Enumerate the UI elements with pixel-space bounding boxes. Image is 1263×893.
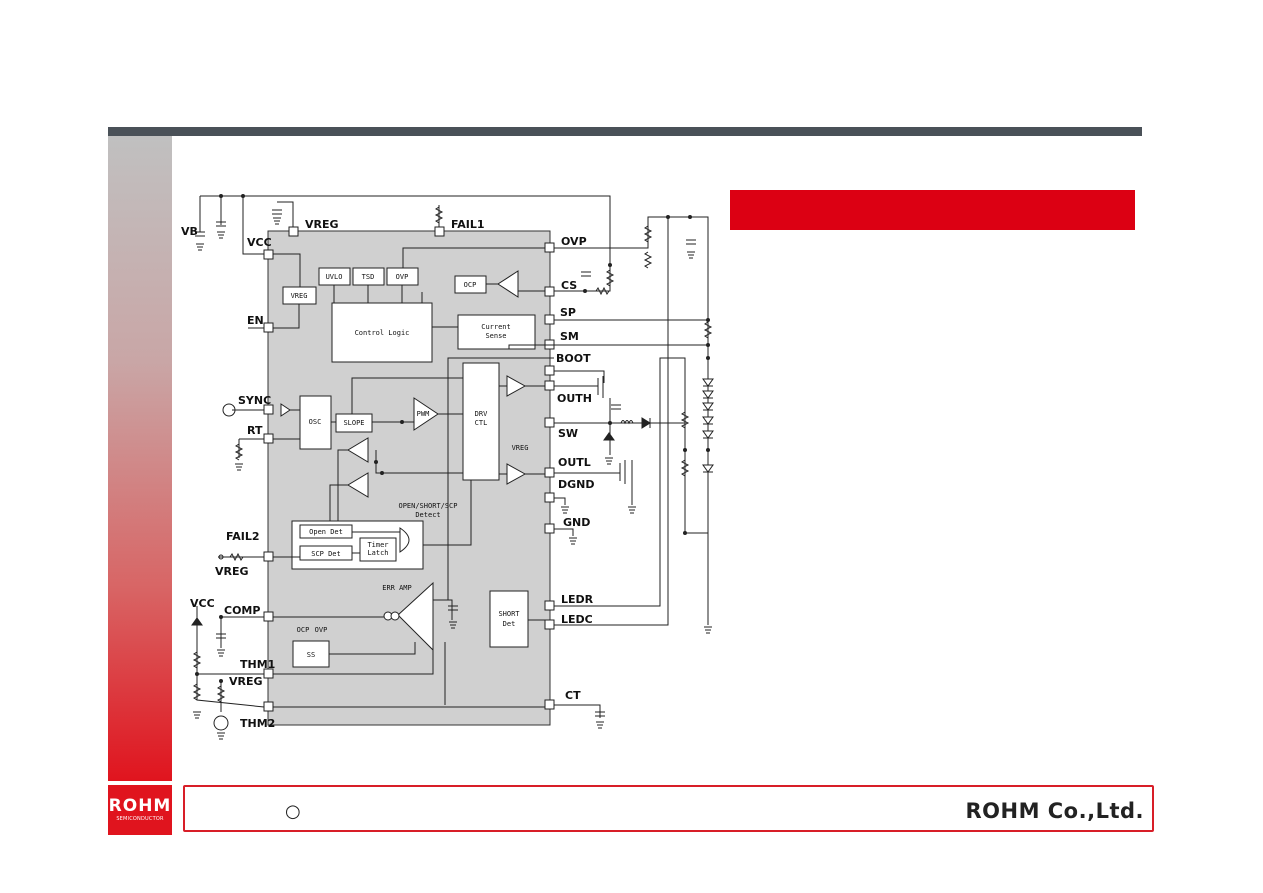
pin-gnd: GND [563,516,590,529]
svg-text:VREG: VREG [291,292,308,300]
pin-thm1: THM1 [240,658,275,671]
error-amplifier [397,581,434,652]
svg-text:SLOPE: SLOPE [343,419,364,427]
left-gradient-sidebar [108,136,172,781]
svg-text:TSD: TSD [362,273,375,281]
label-vreg-thm: VREG [229,675,263,688]
svg-text:OSC: OSC [309,418,322,426]
pin-comp: COMP [224,604,260,617]
label-vb: VB [181,225,198,238]
pin-boot: BOOT [556,352,591,365]
svg-text:PWM: PWM [417,410,430,418]
block-slope [335,413,373,433]
detect-comparator-2 [347,472,369,498]
svg-text:Timer: Timer [367,541,388,549]
svg-text:OPEN/SHORT/SCP: OPEN/SHORT/SCP [398,502,457,510]
footer-mark: ○ [285,801,301,822]
logo-text: ROHM [108,796,172,816]
svg-text:OVP: OVP [396,273,409,281]
pin-sync: SYNC [238,394,271,407]
svg-text:OCP: OCP [464,281,477,289]
svg-text:Detect: Detect [415,511,440,519]
pin-en: EN [247,314,264,327]
svg-text:SHORT: SHORT [498,610,520,618]
pin-fail1: FAIL1 [451,218,485,231]
svg-text:Current: Current [481,323,511,331]
pin-ledc: LEDC [561,613,593,626]
svg-text:Open Det: Open Det [309,528,343,536]
svg-text:VREG: VREG [512,444,529,452]
svg-text:OVP: OVP [315,626,328,634]
block-control-logic [331,302,433,363]
footer-company-name: ROHM Co.,Ltd. [965,799,1144,823]
block-timer-latch [359,537,397,562]
detect-comparator-1 [347,437,369,463]
pwm-comparator [413,397,439,431]
label-vreg-fail2: VREG [215,565,249,578]
pin-cs: CS [561,279,577,292]
pin-ct: CT [565,689,581,702]
label-vcc-comp: VCC [190,597,215,610]
footer-bar: ○ ROHM Co.,Ltd. [183,785,1154,832]
pin-sw: SW [558,427,578,440]
svg-text:UVLO: UVLO [326,273,343,281]
svg-text:SCP Det: SCP Det [311,550,341,558]
ocp-comparator [497,270,519,298]
svg-text:Sense: Sense [485,332,506,340]
pin-thm2: THM2 [240,717,275,730]
rohm-logo: ROHM SEMICONDUCTOR [108,785,172,835]
svg-text:CTL: CTL [475,419,488,427]
title-red-bar [730,190,1135,230]
pin-sp: SP [560,306,576,319]
pin-outh: OUTH [557,392,592,405]
pin-fail2: FAIL2 [226,530,260,543]
pin-vcc: VCC [247,236,272,249]
svg-text:OCP: OCP [297,626,310,634]
logo-subtext: SEMICONDUCTOR [116,816,164,822]
pin-ledr: LEDR [561,593,594,606]
svg-text:Control Logic: Control Logic [355,329,410,337]
block-drv-ctl [462,362,500,481]
svg-text:Det: Det [503,620,516,628]
pin-rt: RT [247,424,263,437]
top-divider-bar [108,127,1142,136]
pin-dgnd: DGND [558,478,595,491]
svg-text:ERR AMP: ERR AMP [382,584,412,592]
block-short-det [489,590,529,648]
pin-outl: OUTL [558,456,591,469]
svg-text:SS: SS [307,651,315,659]
pin-sm: SM [560,330,579,343]
svg-text:Latch: Latch [367,549,388,557]
block-current-sense [457,314,536,350]
svg-text:DRV: DRV [475,410,488,418]
pin-ovp: OVP [561,235,587,248]
block-osc [299,395,332,450]
pin-vreg: VREG [305,218,339,231]
